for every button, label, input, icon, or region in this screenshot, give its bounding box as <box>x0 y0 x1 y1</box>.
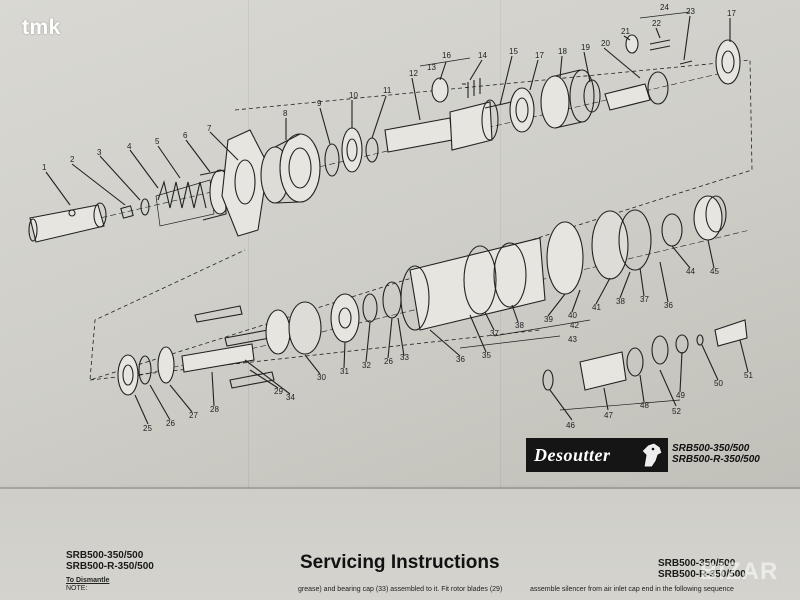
horse-head-icon <box>638 441 666 469</box>
watermark-logo: tmk <box>22 16 61 39</box>
svg-text:13: 13 <box>427 63 436 72</box>
fold-crease-horizontal <box>0 487 800 489</box>
svg-text:51: 51 <box>744 371 753 380</box>
model-code: SRB500-R-350/500 <box>66 561 154 572</box>
svg-text:42: 42 <box>570 321 579 330</box>
svg-text:47: 47 <box>604 411 613 420</box>
svg-text:5: 5 <box>155 137 160 146</box>
svg-text:31: 31 <box>340 367 349 376</box>
instruction-text: assemble silencer from air inlet cap end… <box>530 586 734 593</box>
svg-text:37: 37 <box>490 329 499 338</box>
svg-text:6: 6 <box>183 131 188 140</box>
svg-text:12: 12 <box>409 69 418 78</box>
svg-text:40: 40 <box>568 311 577 320</box>
svg-text:26: 26 <box>384 357 393 366</box>
svg-text:32: 32 <box>362 361 371 370</box>
section-heading: To Dismantle <box>66 577 110 584</box>
svg-text:11: 11 <box>383 86 392 95</box>
dismantle-section: To Dismantle NOTE: <box>66 577 109 593</box>
svg-text:17: 17 <box>535 51 544 60</box>
corner-watermark: BIZAR <box>700 558 779 585</box>
brand-model-list: SRB500-350/500 SRB500-R-350/500 <box>672 443 760 465</box>
svg-text:8: 8 <box>283 109 288 118</box>
svg-text:36: 36 <box>456 355 465 364</box>
svg-text:23: 23 <box>686 7 695 16</box>
note-label: NOTE: <box>66 585 88 592</box>
svg-text:30: 30 <box>317 373 326 382</box>
svg-text:34: 34 <box>286 393 295 402</box>
svg-text:52: 52 <box>672 407 681 416</box>
svg-text:48: 48 <box>640 401 649 410</box>
brand-name: Desoutter <box>534 444 611 465</box>
model-code: SRB500-350/500 <box>672 443 750 454</box>
svg-text:41: 41 <box>592 303 601 312</box>
instruction-page <box>0 489 800 600</box>
svg-text:50: 50 <box>714 379 723 388</box>
svg-text:7: 7 <box>207 124 212 133</box>
svg-text:33: 33 <box>400 353 409 362</box>
svg-text:37: 37 <box>640 295 649 304</box>
svg-text:28: 28 <box>210 405 219 414</box>
svg-text:19: 19 <box>581 43 590 52</box>
svg-text:35: 35 <box>482 351 491 360</box>
svg-text:44: 44 <box>686 267 695 276</box>
model-code: SRB500-R-350/500 <box>658 569 746 580</box>
svg-text:16: 16 <box>442 51 451 60</box>
svg-text:21: 21 <box>621 27 630 36</box>
model-code: SRB500-R-350/500 <box>672 454 760 465</box>
instruction-text: grease) and bearing cap (33) assembled t… <box>298 586 503 593</box>
svg-text:17: 17 <box>727 9 736 18</box>
svg-text:9: 9 <box>317 99 322 108</box>
header-models-right: SRB500-350/500 SRB500-R-350/500 <box>658 558 746 580</box>
svg-text:49: 49 <box>676 391 685 400</box>
svg-text:22: 22 <box>652 19 661 28</box>
svg-text:38: 38 <box>616 297 625 306</box>
svg-text:27: 27 <box>189 411 198 420</box>
fold-crease-vertical <box>248 0 249 600</box>
svg-text:14: 14 <box>478 51 487 60</box>
svg-text:24: 24 <box>660 3 669 12</box>
svg-text:4: 4 <box>127 142 132 151</box>
model-code: SRB500-350/500 <box>658 558 736 569</box>
svg-text:29: 29 <box>274 387 283 396</box>
svg-text:45: 45 <box>710 267 719 276</box>
svg-text:36: 36 <box>664 301 673 310</box>
svg-text:25: 25 <box>143 424 152 433</box>
model-code: SRB500-350/500 <box>66 550 144 561</box>
page-title: Servicing Instructions <box>300 552 500 573</box>
svg-text:39: 39 <box>544 315 553 324</box>
svg-text:15: 15 <box>509 47 518 56</box>
svg-text:38: 38 <box>515 321 524 330</box>
svg-text:18: 18 <box>558 47 567 56</box>
svg-text:10: 10 <box>349 91 358 100</box>
header-models-left: SRB500-350/500 SRB500-R-350/500 <box>66 550 154 572</box>
svg-text:2: 2 <box>70 155 75 164</box>
svg-text:26: 26 <box>166 419 175 428</box>
brand-badge: Desoutter <box>526 438 668 472</box>
svg-text:46: 46 <box>566 421 575 430</box>
svg-text:1: 1 <box>42 163 47 172</box>
svg-text:43: 43 <box>568 335 577 344</box>
svg-text:3: 3 <box>97 148 102 157</box>
svg-text:20: 20 <box>601 39 610 48</box>
